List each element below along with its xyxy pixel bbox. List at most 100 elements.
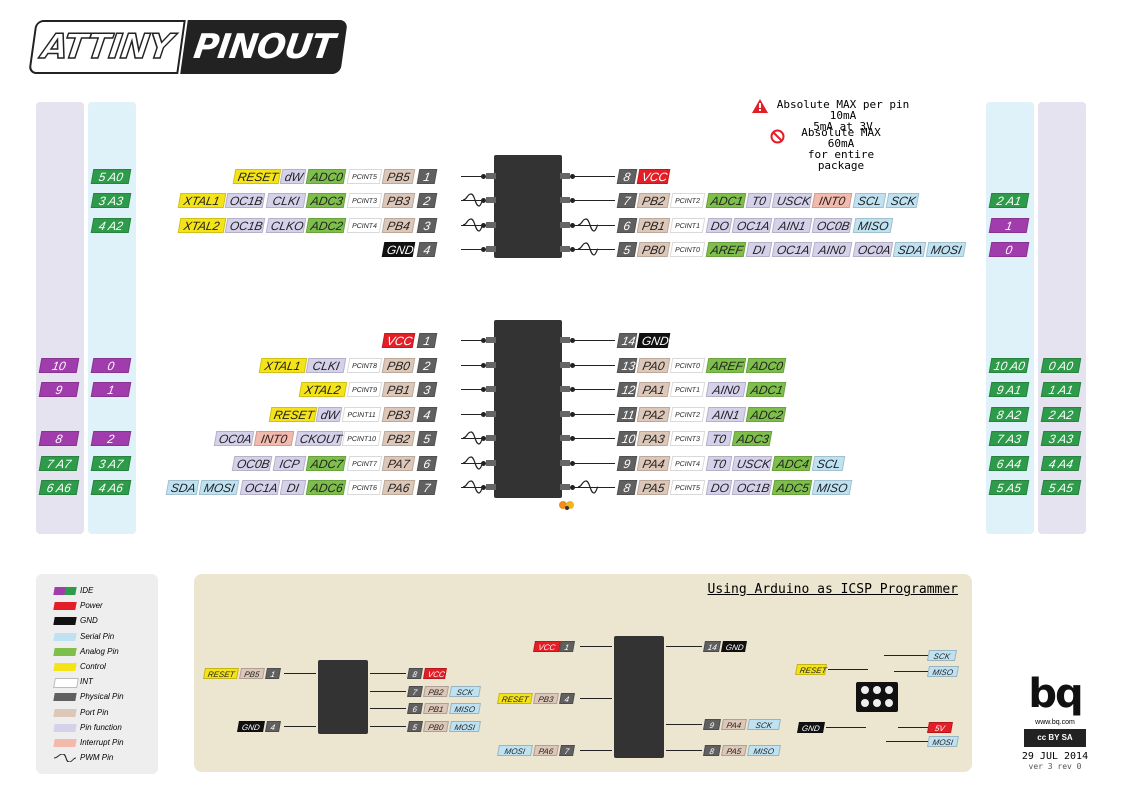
chip-leg: [486, 361, 496, 368]
pin-function-label: PA3: [636, 431, 671, 446]
pin-function-label: SDA: [165, 480, 200, 495]
icsp-wire: [666, 750, 702, 751]
pin-function-label: PB1: [636, 217, 671, 233]
pin-wire: [572, 224, 615, 226]
pin-function-label: PCINT0: [669, 357, 706, 373]
pin-function-label: PCINT10: [341, 431, 383, 446]
chip-leg: [560, 484, 570, 490]
ide-pin-label: 6 A4: [988, 455, 1030, 471]
pin-function-label: ADC1: [745, 382, 787, 397]
legend-label: Pin function: [80, 722, 122, 732]
chip-leg: [560, 197, 570, 204]
physical-pin-label: 13: [616, 357, 638, 373]
icsp-signal: RESET: [203, 668, 239, 679]
pin-dot: [481, 411, 486, 417]
icsp-signal: GND: [237, 720, 265, 732]
pin-wire: [572, 364, 615, 366]
physical-pin-label: 3: [416, 382, 438, 397]
pin-function-label: PCINT0: [669, 241, 706, 257]
chip-leg: [560, 361, 570, 368]
pin-wire: [461, 364, 484, 366]
physical-pin-label: 7: [416, 480, 438, 495]
pin-function-label: OC1A: [771, 241, 813, 257]
physical-pin-label: 14: [616, 333, 638, 348]
legend-swatch: [53, 693, 77, 702]
pin-function-label: PB2: [381, 431, 416, 446]
pin-dot: [570, 198, 575, 204]
ide-pin-label: 4 A2: [90, 217, 132, 233]
icsp-port: PB2: [423, 685, 449, 697]
pwm-wave-icon: [463, 455, 483, 470]
legend-label: Physical Pin: [80, 692, 124, 702]
icsp-signal: MISO: [747, 745, 781, 756]
pin-function-label: PA4: [636, 455, 671, 471]
pin-function-label: SDA: [892, 241, 927, 257]
icsp-pin: 9: [703, 719, 721, 730]
legend-swatch: [53, 632, 77, 641]
pin-function-label: PA0: [636, 357, 671, 373]
pin-wire: [461, 340, 484, 341]
pin-wire: [461, 248, 484, 250]
chip-leg: [486, 459, 496, 466]
pin-function-label: ADC1: [705, 193, 747, 209]
chip-body: [494, 320, 562, 498]
icsp-pin: 1: [559, 641, 575, 652]
pin-function-label: DI: [279, 480, 307, 495]
title-part1: ATTINY: [28, 20, 186, 74]
legend-label: Serial Pin: [80, 631, 115, 641]
legend-swatch: [53, 739, 77, 747]
pin-function-label: SCL: [852, 193, 887, 209]
icsp-header-reset: RESET: [795, 664, 827, 675]
ide-pin-label: 5 A5: [1040, 480, 1082, 495]
ide-pin-label: 2 A2: [1040, 406, 1082, 422]
icsp-signal: SCK: [747, 719, 781, 730]
pwm-wave-icon: [578, 217, 598, 232]
legend-label: Analog Pin: [80, 646, 119, 656]
pin-function-label: ADC3: [731, 431, 773, 446]
page-title: ATTINY PINOUT: [28, 20, 348, 74]
ide-pin-label: 8 A2: [988, 406, 1030, 422]
pin-function-label: PB2: [636, 193, 671, 209]
physical-pin-label: 4: [416, 241, 438, 257]
chip-leg: [486, 386, 496, 392]
pin-function-label: PCINT4: [346, 217, 383, 233]
pin-function-label: ADC2: [305, 217, 347, 233]
chip-leg: [486, 435, 496, 441]
no-icon: [770, 129, 785, 144]
icsp-wire: [666, 724, 702, 725]
chip-leg: [486, 221, 496, 228]
pin-dot: [570, 460, 575, 466]
pin-function-label: MISO: [811, 480, 854, 495]
ide-pin-label: 1: [988, 217, 1030, 233]
icsp-port: PA5: [721, 745, 747, 756]
physical-pin-label: 10: [616, 431, 638, 446]
legend-swatch: [53, 708, 77, 717]
chip-leg: [560, 410, 570, 417]
chip-body: [494, 155, 562, 259]
physical-pin-label: 6: [616, 217, 638, 233]
pin-function-label: OC1B: [224, 193, 267, 209]
pin-function-label: PCINT4: [669, 455, 706, 471]
pin-function-label: ADC3: [305, 193, 347, 209]
pin-function-label: DO: [705, 480, 732, 495]
ide-pin-label: 1 A1: [1040, 382, 1082, 397]
pin-function-label: DI: [745, 241, 773, 257]
physical-pin-label: 9: [616, 455, 638, 471]
legend-label: IDE: [80, 586, 94, 595]
physical-pin-label: 8: [616, 480, 638, 495]
chip-leg: [486, 197, 496, 204]
pin-function-label: CLKO: [265, 217, 307, 233]
icsp-header-gnd: GND: [797, 722, 825, 733]
pwm-wave-icon: [463, 217, 483, 232]
pin-function-label: RESET: [232, 169, 281, 184]
pin-function-label: PA1: [636, 382, 671, 397]
legend-swatch: [53, 617, 77, 626]
pin-dot: [570, 246, 575, 252]
icsp-header-sck: SCK: [927, 650, 957, 661]
pin-function-label: PCINT8: [346, 357, 383, 373]
icsp-signal: MOSI: [449, 720, 481, 732]
icsp-pin: 8: [703, 745, 721, 756]
pin-wire: [461, 487, 484, 488]
ide-pin-label: 5 A0: [90, 169, 132, 184]
ide-pin-label: 7 A7: [38, 455, 80, 471]
